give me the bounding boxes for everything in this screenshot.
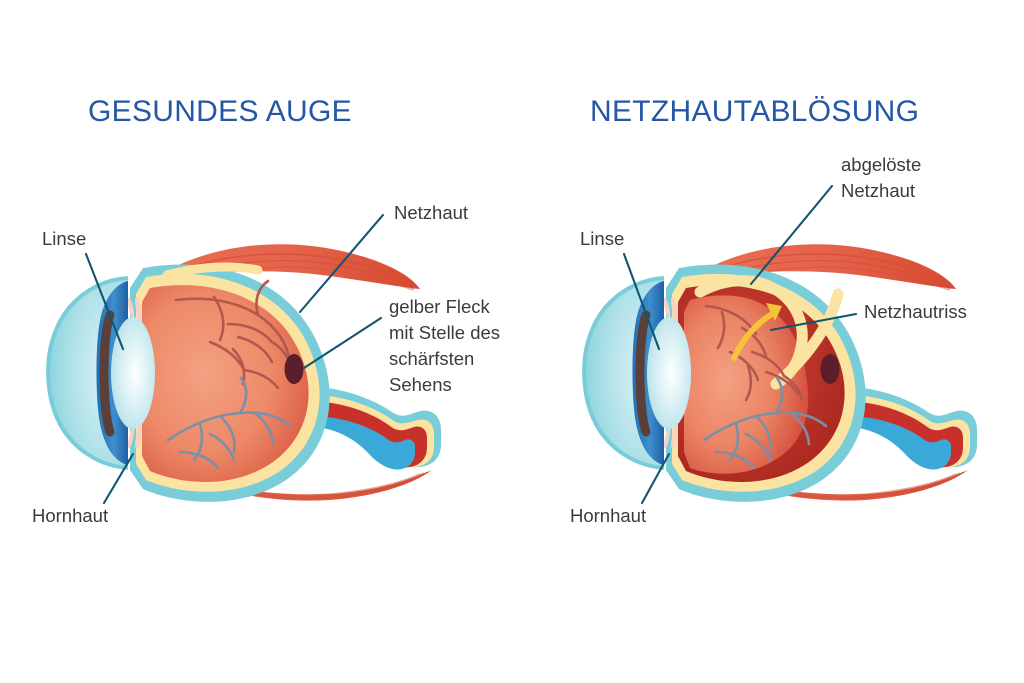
ciliary-muscle-right [664,297,678,449]
macula [284,354,304,384]
callout-linse-left: Linse [42,228,86,249]
macula-right [820,354,840,384]
retinal-vein [166,376,292,470]
callout-hornhaut-left: Hornhaut [32,505,108,526]
leader-hornhaut [102,452,135,505]
detached-retina [694,275,844,390]
leader-gelber-fleck [302,316,383,370]
cornea-outline [46,276,129,470]
panel-retinal-detachment: NETZHAUTABLÖSUNG [570,95,977,526]
pupil-right [635,310,651,437]
vitreous-body-right [684,295,809,474]
callout-gelber-fleck: gelber Fleck mit Stelle des schärfsten S… [389,296,505,395]
fluid-flow-arrow [731,303,782,361]
retinal-vein-right [702,376,828,470]
leader-netzhautriss [769,312,858,332]
retina-highlight [162,262,263,280]
panel-title-healthy: GESUNDES AUGE [88,95,352,128]
callout-hornhaut-right: Hornhaut [570,505,646,526]
panel-title-detachment: NETZHAUTABLÖSUNG [590,95,919,128]
vitreous-body [142,285,309,482]
leader-linse [84,252,125,351]
retinal-artery [174,279,293,390]
ciliary-muscle [128,297,142,449]
pupil [99,310,115,437]
panel-healthy-eye: GESUNDES AUGE [32,95,505,526]
callout-linse-right: Linse [580,228,624,249]
optic-nerve [292,386,441,470]
callout-netzhaut-left: Netzhaut [394,202,468,223]
callout-abgeloeste-netzhaut: abgelöste Netzhaut [841,154,926,201]
callout-netzhautriss: Netzhautriss [864,301,967,322]
leader-linse-right [622,252,661,351]
leader-netzhaut [298,213,385,314]
cornea-outline-right [582,276,665,470]
optic-nerve-right [828,386,977,470]
leader-hornhaut-right [640,452,671,505]
leader-abgeloeste-netzhaut [749,184,834,286]
